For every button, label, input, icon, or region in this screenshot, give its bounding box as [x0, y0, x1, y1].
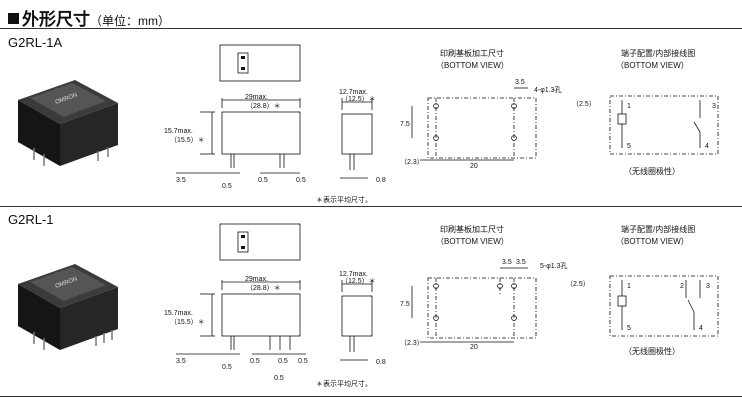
term-title-2: 端子配置/内部接线图 [621, 224, 695, 234]
pin-gap4-dim-2: 0.5 [298, 358, 308, 365]
term2-1: 1 [627, 283, 631, 290]
nonpolar-note: （无线圈极性） [624, 166, 680, 176]
height-dim-2: 15.7max. [164, 310, 193, 317]
pcb-pitch-dim: 3.5 [515, 79, 525, 86]
depth-avg-dim-2: （12.5）＊ [341, 277, 376, 285]
depth-dim: 12.7max. [339, 89, 368, 96]
height-avg-dim: （15.5）＊ [170, 136, 205, 144]
pcb-pitch-dim-2: 3.5 [502, 259, 512, 266]
pin-gap3-dim: 0.5 [296, 177, 306, 184]
title-unit: （单位：mm） [90, 14, 170, 28]
relay-photo-2: OMRON [18, 264, 118, 350]
avg-note-2: ＊表示平均尺寸。 [316, 379, 372, 388]
pin-gap3-dim-2: 0.5 [278, 358, 288, 365]
top-view-2 [219, 223, 301, 261]
square-bullet-icon [8, 13, 19, 24]
width-dim: 29max. [245, 94, 268, 101]
model-name-1: G2RL-1 [8, 212, 54, 227]
model-name-1a: G2RL-1A [8, 35, 63, 50]
term-outline-2 [609, 275, 719, 337]
width-avg-dim: （28.8）＊ [246, 102, 281, 110]
pin-gap-dim-2: 0.5 [222, 364, 232, 371]
term-5: 5 [627, 143, 631, 150]
height-dim: 15.7max. [164, 128, 193, 135]
term-outline [609, 95, 719, 155]
drawing-section-1a: OMRON 29max. （28.8）＊ 15.7max. （15.5）＊ 3.… [18, 44, 719, 204]
top-view [219, 44, 301, 82]
pin-gap-dim: 0.5 [222, 183, 232, 190]
width-avg-dim-2: （28.8）＊ [246, 284, 281, 292]
term-1: 1 [627, 103, 631, 110]
pin-left-dim: 3.5 [176, 177, 186, 184]
pcb-h-dim-2: 7.5 [400, 301, 410, 308]
pcb-view-2: （BOTTOM VIEW） [436, 237, 509, 246]
term-view-2: （BOTTOM VIEW） [616, 237, 689, 246]
drawing-section-1: OMRON 29max. （28.8）＊ 15.7max. （15.5）＊ 3.… [18, 223, 719, 388]
top-rule [0, 28, 742, 29]
pcb-left-dim: （2.3） [400, 158, 424, 166]
term2-4: 4 [699, 325, 703, 332]
pin-gap5-dim-2: 0.5 [274, 375, 284, 382]
pcb-w-dim-2: 20 [470, 344, 478, 351]
pcb-top-dim-2: （2.5） [566, 280, 590, 288]
top-view-window-2 [237, 231, 249, 253]
pcb-title-2: 印刷基板加工尺寸 [440, 224, 504, 234]
term-view: （BOTTOM VIEW） [616, 61, 689, 70]
pcb-view: （BOTTOM VIEW） [436, 61, 509, 70]
pcb-w-dim: 20 [470, 163, 478, 170]
term2-5: 5 [627, 325, 631, 332]
avg-note: ＊表示平均尺寸。 [316, 195, 372, 204]
middle-rule [0, 206, 742, 207]
pcb-hole-dim: 4-φ1.3孔 [534, 86, 562, 94]
pin-gap2-dim-2: 0.5 [250, 358, 260, 365]
pcb-top-dim: （2.5） [572, 100, 596, 108]
front-view-2 [221, 293, 301, 337]
depth-avg-dim: （12.5）＊ [341, 95, 376, 103]
pin-thick-dim: 0.8 [376, 177, 386, 184]
relay-photo: OMRON [18, 80, 118, 166]
pcb-outline-2 [427, 277, 537, 339]
pin-gap2-dim: 0.5 [258, 177, 268, 184]
term2-2: 2 [680, 283, 684, 290]
pcb-pitch2-dim-2: 3.5 [516, 259, 526, 266]
nonpolar-note-2: （无线圈极性） [624, 346, 680, 356]
pcb-left-dim-2: （2.3） [400, 339, 424, 347]
term-3: 3 [712, 103, 716, 110]
term-4: 4 [705, 143, 709, 150]
depth-dim-2: 12.7max. [339, 271, 368, 278]
pcb-title: 印刷基板加工尺寸 [440, 48, 504, 58]
pcb-outline [427, 97, 537, 159]
bottom-rule [0, 396, 742, 397]
top-view-window [237, 52, 249, 74]
page-title: 外形尺寸（单位：mm） [8, 5, 170, 30]
height-avg-dim-2: （15.5）＊ [170, 318, 205, 326]
pcb-h-dim: 7.5 [400, 121, 410, 128]
side-view-2 [341, 295, 373, 337]
term2-3: 3 [706, 283, 710, 290]
pin-left-dim-2: 3.5 [176, 358, 186, 365]
width-dim-2: 29max. [245, 276, 268, 283]
pcb-hole-dim-2: 5-φ1.3孔 [540, 262, 568, 270]
term-title: 端子配置/内部接线图 [621, 48, 695, 58]
title-text: 外形尺寸 [22, 10, 90, 29]
side-view [341, 113, 373, 155]
pin-thick-dim-2: 0.8 [376, 359, 386, 366]
front-view [221, 111, 301, 155]
